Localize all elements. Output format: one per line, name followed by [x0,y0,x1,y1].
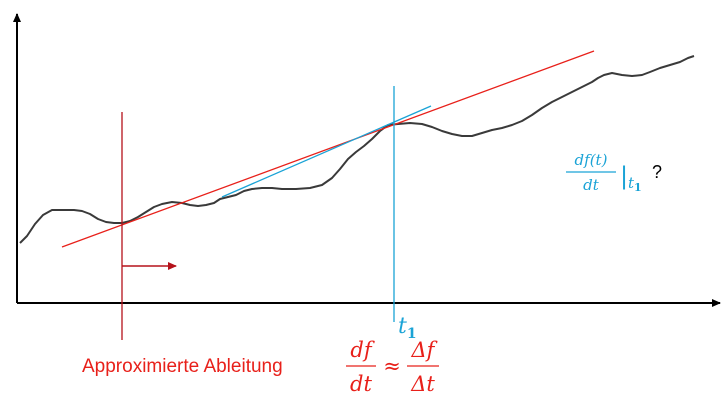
derivative-expression: df(t) dt | t1 ? [566,151,662,194]
secant-line [61,50,595,248]
approx-lhs-numerator: df [350,338,374,362]
signal-curve [19,55,695,244]
tangent-line [221,105,432,198]
t1-label: t1 [398,314,417,342]
approx-symbol: ≈ [383,354,401,378]
deriv-eval-point: t1 [628,174,642,194]
approx-derivative: Approximierte Ableitung df dt ≈ Δf Δt [82,338,439,396]
approx-rhs-numerator: Δf [411,338,438,362]
deriv-numerator: df(t) [575,151,608,169]
deriv-eval-bar: | [620,162,628,190]
question-mark: ? [652,162,662,182]
approx-rhs-denominator: Δt [410,372,435,396]
approx-text: Approximierte Ableitung [82,356,283,377]
approx-lhs-denominator: dt [350,372,372,396]
deriv-denominator: dt [583,176,600,194]
